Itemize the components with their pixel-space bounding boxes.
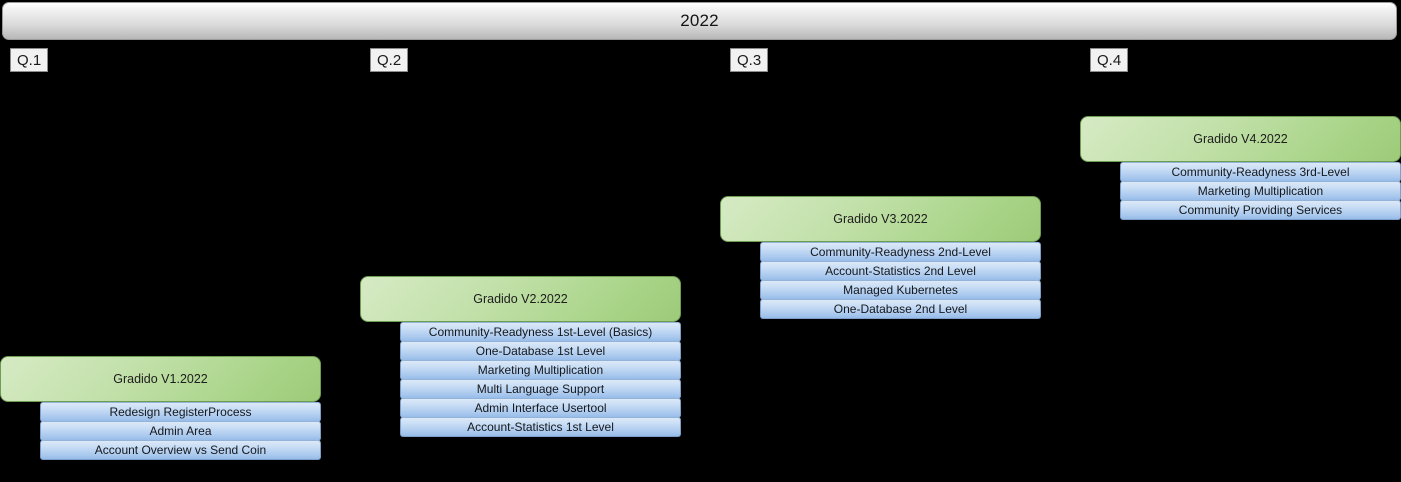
- quarter-marker-3: Q.3: [730, 48, 769, 72]
- feature-label: Account-Statistics 1st Level: [467, 420, 614, 434]
- feature-label: Community-Readyness 2nd-Level: [810, 245, 991, 259]
- feature-item[interactable]: Account Overview vs Send Coin: [40, 440, 321, 460]
- release-title: Gradido V4.2022: [1193, 132, 1288, 146]
- feature-label: Account Overview vs Send Coin: [94, 443, 267, 457]
- feature-item[interactable]: Marketing Multiplication: [400, 360, 681, 380]
- quarter-marker-2: Q.2: [370, 48, 409, 72]
- year-title-label: 2022: [680, 11, 719, 30]
- feature-label: Community Providing Services: [1178, 203, 1343, 217]
- feature-label: Community-Readyness 1st-Level (Basics): [428, 325, 653, 339]
- release-header-2[interactable]: Gradido V2.2022: [360, 276, 681, 322]
- feature-label: Account-Statistics 2nd Level: [825, 264, 976, 278]
- feature-item[interactable]: Account-Statistics 1st Level: [400, 417, 681, 437]
- feature-item[interactable]: Redesign RegisterProcess: [40, 402, 321, 422]
- release-header-3[interactable]: Gradido V3.2022: [720, 196, 1041, 242]
- feature-item[interactable]: Managed Kubernetes: [760, 280, 1041, 300]
- feature-label: Multi Language Support: [476, 382, 605, 396]
- feature-label: Admin Area: [149, 424, 212, 438]
- feature-item[interactable]: Community-Readyness 3rd-Level: [1120, 162, 1401, 182]
- release-title: Gradido V3.2022: [833, 212, 928, 226]
- feature-label: Managed Kubernetes: [843, 283, 958, 297]
- quarter-marker-label: Q.4: [1097, 51, 1122, 69]
- release-title: Gradido V1.2022: [113, 372, 208, 386]
- feature-label: One-Database 1st Level: [475, 344, 606, 358]
- feature-item[interactable]: Admin Interface Usertool: [400, 398, 681, 418]
- feature-item[interactable]: Account-Statistics 2nd Level: [760, 261, 1041, 281]
- feature-item[interactable]: One-Database 1st Level: [400, 341, 681, 361]
- quarter-marker-1: Q.1: [10, 48, 49, 72]
- feature-item[interactable]: Community Providing Services: [1120, 200, 1401, 220]
- quarter-marker-4: Q.4: [1090, 48, 1129, 72]
- quarter-marker-label: Q.3: [737, 51, 762, 69]
- feature-item[interactable]: Community-Readyness 2nd-Level: [760, 242, 1041, 262]
- feature-label: Marketing Multiplication: [1197, 184, 1324, 198]
- feature-label: Community-Readyness 3rd-Level: [1171, 165, 1350, 179]
- quarter-marker-label: Q.2: [377, 51, 402, 69]
- feature-item[interactable]: Admin Area: [40, 421, 321, 441]
- release-header-4[interactable]: Gradido V4.2022: [1080, 116, 1401, 162]
- feature-label: Redesign RegisterProcess: [109, 405, 252, 419]
- year-title-bar: 2022: [2, 2, 1397, 40]
- feature-list-2: Community-Readyness 1st-Level (Basics) On…: [400, 322, 681, 437]
- feature-item[interactable]: One-Database 2nd Level: [760, 299, 1041, 319]
- feature-item[interactable]: Multi Language Support: [400, 379, 681, 399]
- release-title: Gradido V2.2022: [473, 292, 568, 306]
- feature-label: One-Database 2nd Level: [833, 302, 968, 316]
- quarter-marker-label: Q.1: [17, 51, 42, 69]
- feature-item[interactable]: Community-Readyness 1st-Level (Basics): [400, 322, 681, 342]
- feature-label: Admin Interface Usertool: [474, 401, 607, 415]
- feature-label: Marketing Multiplication: [477, 363, 604, 377]
- feature-item[interactable]: Marketing Multiplication: [1120, 181, 1401, 201]
- release-header-1[interactable]: Gradido V1.2022: [0, 356, 321, 402]
